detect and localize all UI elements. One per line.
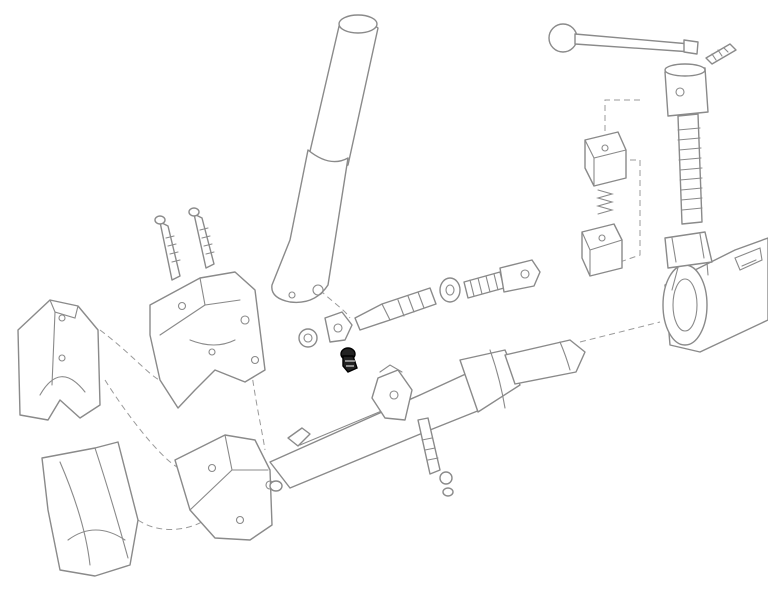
column-housing	[662, 237, 768, 353]
pivot-nut	[298, 328, 318, 348]
steering-column-shaft	[269, 339, 586, 489]
clamp-half-upper	[17, 299, 101, 421]
lever-rod-spring	[677, 113, 703, 225]
lever-collar	[664, 63, 709, 117]
pivot-block	[324, 311, 353, 343]
upper-bracket	[149, 271, 266, 409]
set-screw	[340, 347, 358, 373]
small-clip	[287, 427, 311, 447]
detent-block-lower	[581, 223, 623, 277]
adjuster-spring	[463, 271, 505, 299]
tilt-handle	[271, 14, 379, 304]
bracket-bolt-left	[154, 215, 181, 281]
leader-clamp-bottom	[137, 519, 206, 530]
leader-block-right	[619, 159, 641, 263]
column-yoke	[371, 364, 413, 421]
lower-bolt	[269, 480, 283, 492]
clamp-half-lower	[41, 441, 139, 577]
leader-column-right	[579, 321, 661, 343]
adjuster-shaft	[354, 287, 437, 331]
lever-base-block	[664, 231, 713, 269]
lower-bracket	[174, 434, 275, 541]
leader-spring-stack	[604, 99, 640, 135]
detent-spring	[595, 189, 615, 215]
bracket-bolt-right	[188, 207, 215, 269]
lever-pin	[705, 43, 737, 65]
detent-block-upper	[584, 131, 627, 187]
adjuster-washer	[439, 277, 461, 303]
adjuster-end-cap	[499, 259, 541, 293]
column-pin	[417, 417, 441, 475]
column-pin-nut	[439, 471, 454, 497]
release-lever	[548, 23, 699, 55]
